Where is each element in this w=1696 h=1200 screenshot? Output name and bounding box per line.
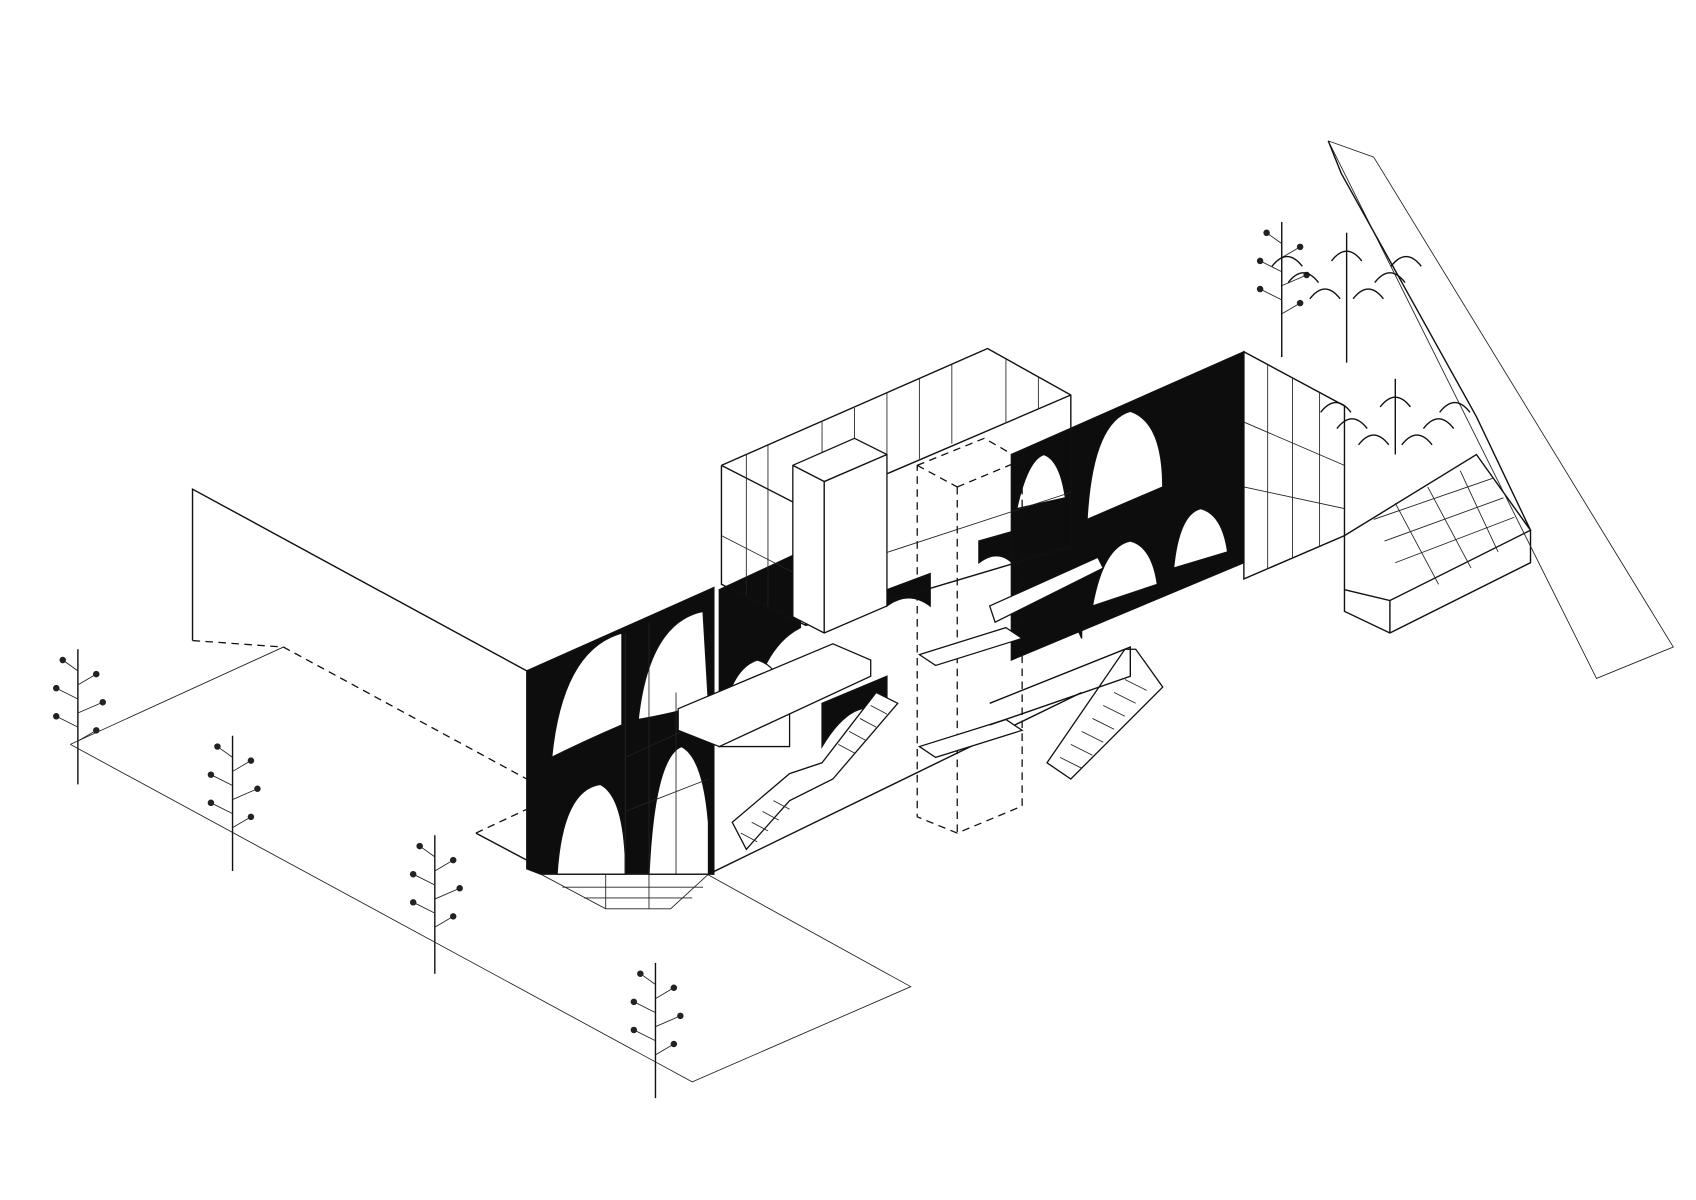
staircases <box>731 646 1164 851</box>
left-volume <box>191 487 528 861</box>
floor-slabs <box>677 556 1105 759</box>
arch-opening <box>1091 540 1159 607</box>
canopy-tree <box>1271 232 1422 363</box>
rear-courtyard <box>1243 140 1674 679</box>
ground-plane <box>70 646 912 1083</box>
arch-opening <box>1015 453 1067 510</box>
arched-wall-left <box>526 586 1082 910</box>
tree <box>53 649 106 785</box>
tree <box>1256 221 1310 358</box>
arch-opening <box>1086 410 1164 521</box>
arch-opening <box>637 610 710 721</box>
tree <box>409 835 463 974</box>
canopy-tree <box>1320 378 1471 455</box>
arch-opening <box>1172 507 1229 569</box>
stair-core <box>792 437 888 634</box>
floor-grid-left <box>540 873 710 910</box>
lift-shaft <box>916 437 1023 834</box>
arch-opening <box>550 632 623 759</box>
trees <box>53 221 1471 1099</box>
arch-opening <box>648 745 710 875</box>
tree <box>207 735 261 871</box>
arch-opening <box>556 783 626 875</box>
glass-pavilion <box>720 347 1072 634</box>
tree <box>630 962 684 1099</box>
